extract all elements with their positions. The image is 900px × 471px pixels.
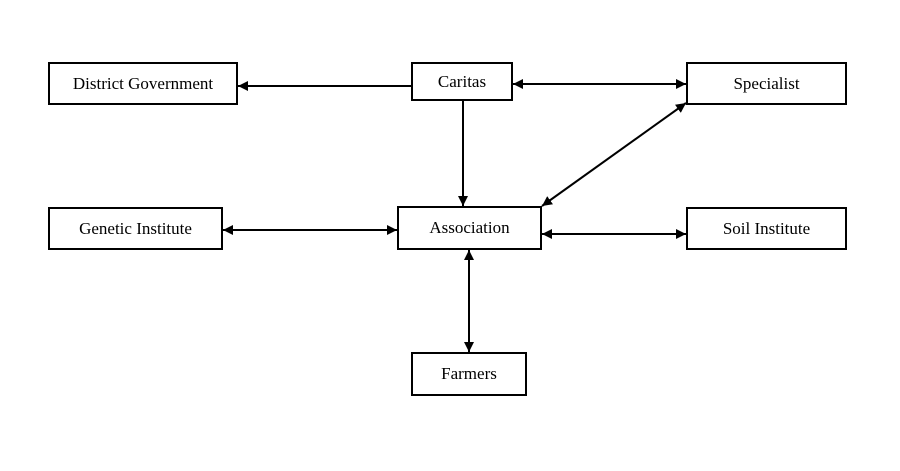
association-node: Association	[397, 206, 542, 250]
specialist-node: Specialist	[686, 62, 847, 105]
district-government-node: District Government	[48, 62, 238, 105]
connector-specialist-to-association	[541, 102, 687, 207]
farmers-node: Farmers	[411, 352, 527, 396]
genetic-institute-node: Genetic Institute	[48, 207, 223, 250]
soil-institute-node: Soil Institute	[686, 207, 847, 250]
caritas-node: Caritas	[411, 62, 513, 101]
